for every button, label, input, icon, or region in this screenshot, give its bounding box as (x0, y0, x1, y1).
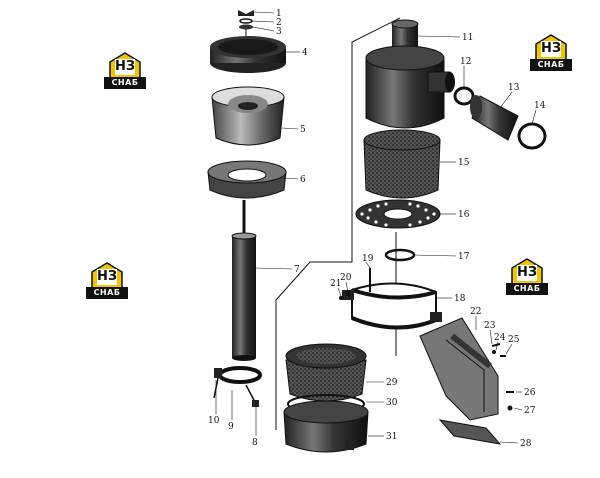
nut (345, 291, 351, 297)
callout-6: 6 (300, 175, 306, 185)
callout-23: 23 (484, 321, 496, 331)
callout-19: 19 (362, 254, 374, 264)
callout-31: 31 (386, 432, 397, 442)
logo-mark: НЗ (115, 59, 136, 75)
separator-bowl (211, 86, 285, 146)
callout-4: 4 (302, 48, 308, 58)
callout-16: 16 (458, 210, 470, 220)
mounting-band (342, 282, 442, 330)
air-cleaner-housing (365, 19, 455, 129)
brand-logo: НЗ СНАБ (86, 262, 128, 302)
callout-3: 3 (276, 27, 282, 37)
callout-17: 17 (458, 252, 470, 262)
pipe-clamp (517, 122, 547, 150)
foam-filter (363, 129, 441, 199)
washer (339, 296, 343, 300)
callout-13: 13 (508, 83, 520, 93)
callout-21: 21 (330, 279, 341, 289)
outlet-pipe (470, 95, 519, 141)
callout-18: 18 (454, 294, 466, 304)
callout-7: 7 (294, 265, 300, 275)
logo-mark: НЗ (541, 41, 562, 57)
wing-nut (238, 10, 254, 36)
callout-1: 1 (276, 9, 282, 19)
callout-5: 5 (300, 125, 306, 135)
base-plate (438, 419, 502, 445)
callout-2: 2 (276, 18, 282, 28)
callout-12: 12 (460, 57, 471, 67)
hose-clamp (213, 366, 262, 407)
callout-28: 28 (520, 439, 532, 449)
logo-text: СНАБ (104, 77, 146, 89)
callout-22: 22 (470, 307, 481, 317)
center-tube (231, 232, 257, 361)
brand-logo: НЗ СНАБ (506, 258, 548, 298)
leader-lines (215, 11, 537, 444)
logo-text: СНАБ (530, 59, 572, 71)
logo-text: СНАБ (86, 287, 128, 299)
vane-ring (207, 160, 287, 199)
callout-24: 24 (494, 333, 506, 343)
callout-30: 30 (386, 398, 398, 408)
callout-10: 10 (208, 416, 220, 426)
brand-logo: НЗ СНАБ (104, 52, 146, 92)
callout-numbers: 1 2 3 4 5 6 7 8 9 10 11 12 13 14 15 16 1… (208, 9, 546, 449)
support-bracket (419, 317, 499, 421)
callout-25: 25 (508, 335, 520, 345)
logo-mark: НЗ (517, 265, 538, 281)
outlet-clamp (453, 86, 475, 106)
logo-text: СНАБ (506, 283, 548, 295)
callout-15: 15 (458, 158, 470, 168)
perforated-plate (355, 199, 441, 229)
callout-20: 20 (340, 273, 352, 283)
logo-mark: НЗ (97, 269, 118, 285)
brand-logo: НЗ СНАБ (530, 34, 572, 74)
dust-cup (283, 343, 369, 453)
gasket (384, 248, 416, 262)
callout-14: 14 (534, 101, 546, 111)
callout-26: 26 (524, 388, 536, 398)
cover (210, 36, 286, 73)
callout-9: 9 (228, 422, 234, 432)
callout-27: 27 (524, 406, 536, 416)
callout-8: 8 (252, 438, 258, 448)
callout-29: 29 (386, 378, 398, 388)
callout-11: 11 (462, 33, 473, 43)
